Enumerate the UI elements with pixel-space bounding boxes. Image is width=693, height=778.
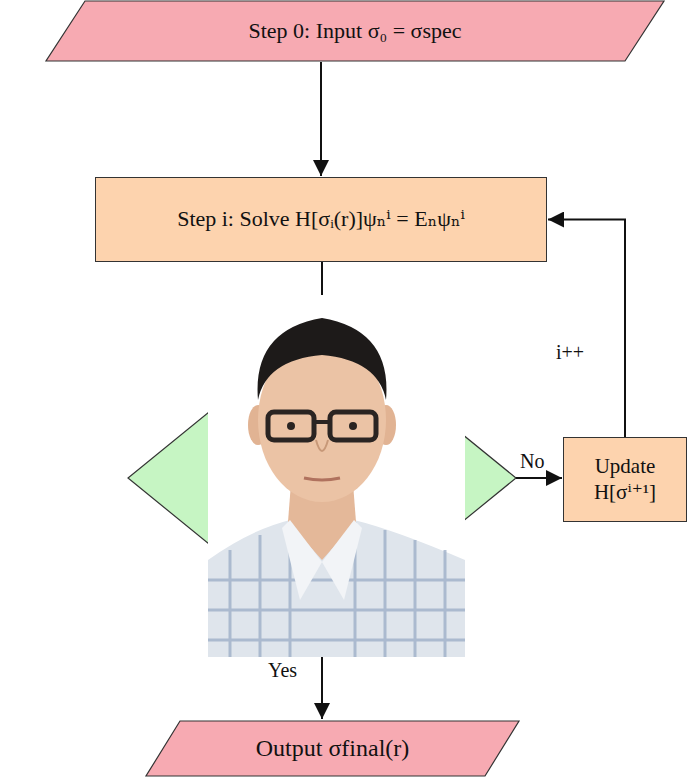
input-parallelogram: Step 0: Input σ₀ = σspec bbox=[45, 0, 665, 62]
node-text: Update H[σⁱ⁺¹] bbox=[572, 454, 678, 504]
flow-arrow bbox=[320, 62, 322, 176]
portrait-photo bbox=[208, 295, 465, 657]
node-text: Step 0: Input σ₀ = σspec bbox=[248, 18, 461, 44]
node-text: Output σfinal(r) bbox=[256, 734, 410, 763]
edge-label: i++ bbox=[554, 340, 586, 364]
branch-label: No bbox=[518, 449, 546, 473]
branch-label: Yes bbox=[266, 658, 299, 682]
flow-arrow bbox=[548, 220, 625, 438]
output-parallelogram: Output σfinal(r) bbox=[145, 720, 520, 777]
parallelogram-shape bbox=[146, 721, 519, 776]
process-box: Step i: Solve H[σᵢ(r)]ψₙⁱ = Eₙψₙⁱ bbox=[95, 177, 547, 262]
update-box: Update H[σⁱ⁺¹] bbox=[563, 437, 687, 522]
node-text: Step i: Solve H[σᵢ(r)]ψₙⁱ = Eₙψₙⁱ bbox=[177, 206, 465, 232]
parallelogram-shape bbox=[46, 1, 664, 61]
no-arrow bbox=[516, 477, 562, 479]
